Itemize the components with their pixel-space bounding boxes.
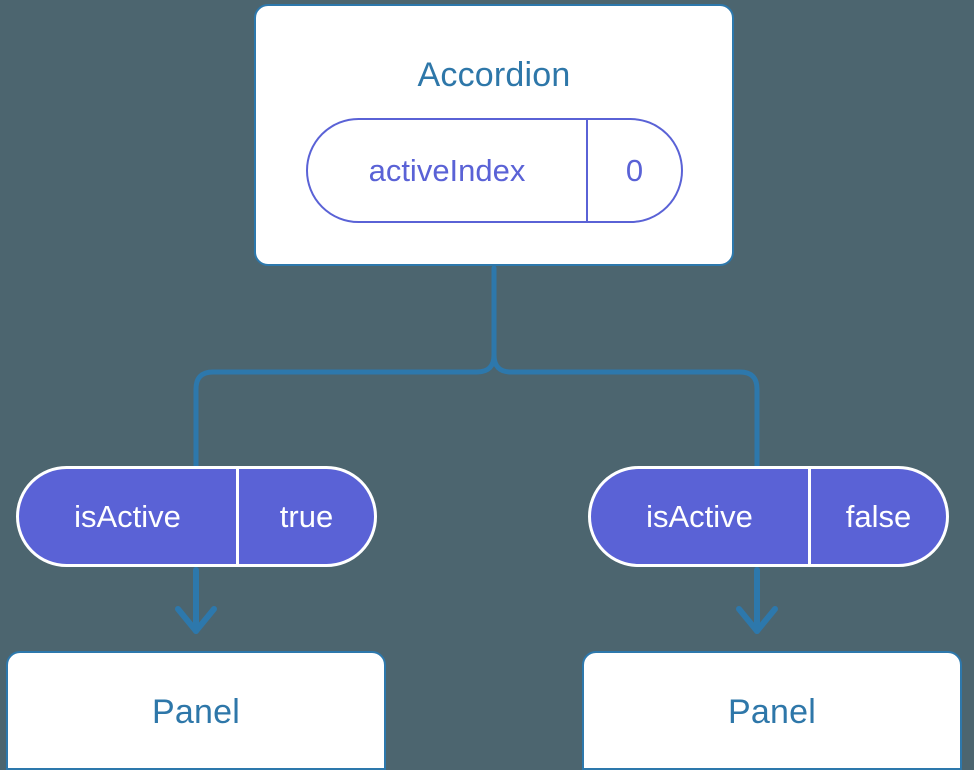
- prop-badge-isactive-left-value: true: [279, 498, 334, 534]
- panel-component-card-left[interactable]: Panel: [6, 651, 386, 770]
- arrow-left: [175, 567, 217, 634]
- panel-card-title-left: Panel: [152, 693, 240, 731]
- panel-card-title-right: Panel: [728, 693, 816, 731]
- prop-badge-isactive-right[interactable]: isActive false: [588, 466, 949, 567]
- arrow-right: [736, 567, 778, 634]
- prop-badge-isactive-left-key: isActive: [19, 469, 239, 564]
- prop-badge-activeindex-value: 0: [625, 152, 644, 188]
- prop-badge-isactive-left[interactable]: isActive true: [16, 466, 377, 567]
- prop-badge-isactive-right-value: false: [845, 498, 912, 534]
- panel-component-card-right[interactable]: Panel: [582, 651, 962, 770]
- prop-badge-activeindex[interactable]: activeIndex 0: [306, 118, 683, 223]
- tree-branch-connector: [193, 265, 760, 469]
- prop-badge-activeindex-key: activeIndex: [308, 120, 588, 221]
- prop-badge-isactive-right-key: isActive: [591, 469, 811, 564]
- accordion-card-title: Accordion: [417, 56, 571, 94]
